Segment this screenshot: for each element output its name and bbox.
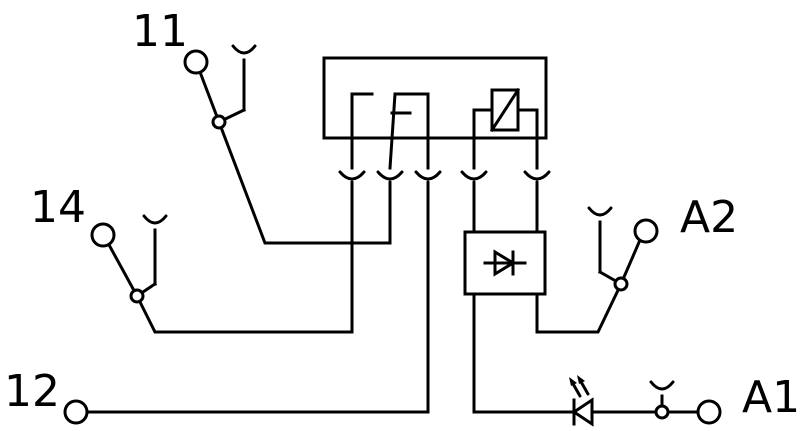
label-a2: A2 [680,192,738,243]
wire-a2 [535,206,642,334]
junction-a2 [613,276,629,292]
terminal-a2-circle[interactable] [633,218,659,244]
junction-14 [129,288,145,304]
wire-14 [105,188,354,334]
label-11: 11 [132,6,188,57]
rectifier-module [463,230,547,296]
wire-12 [80,188,430,414]
wire-a1 [472,292,700,420]
socket-1 [338,170,366,192]
socket-5 [523,170,551,192]
socket-row [338,170,551,192]
terminal-a1-circle[interactable] [696,399,722,425]
socket-2 [376,170,404,192]
terminal-11-circle[interactable] [183,49,209,75]
terminal-12-circle[interactable] [63,399,89,425]
wire-11 [198,44,392,245]
contact-symbol [350,92,430,170]
label-12: 12 [4,366,60,417]
terminal-14-circle[interactable] [90,222,116,248]
junction-11 [211,114,227,130]
coil-symbol [472,87,539,170]
rectifier-diode-icon [483,249,527,277]
socket-3 [414,170,442,192]
label-14: 14 [30,182,86,233]
label-a1: A1 [742,372,800,423]
junction-a1 [654,404,670,420]
socket-4 [460,170,488,192]
relay-housing [322,56,548,140]
status-led-icon [569,375,594,427]
